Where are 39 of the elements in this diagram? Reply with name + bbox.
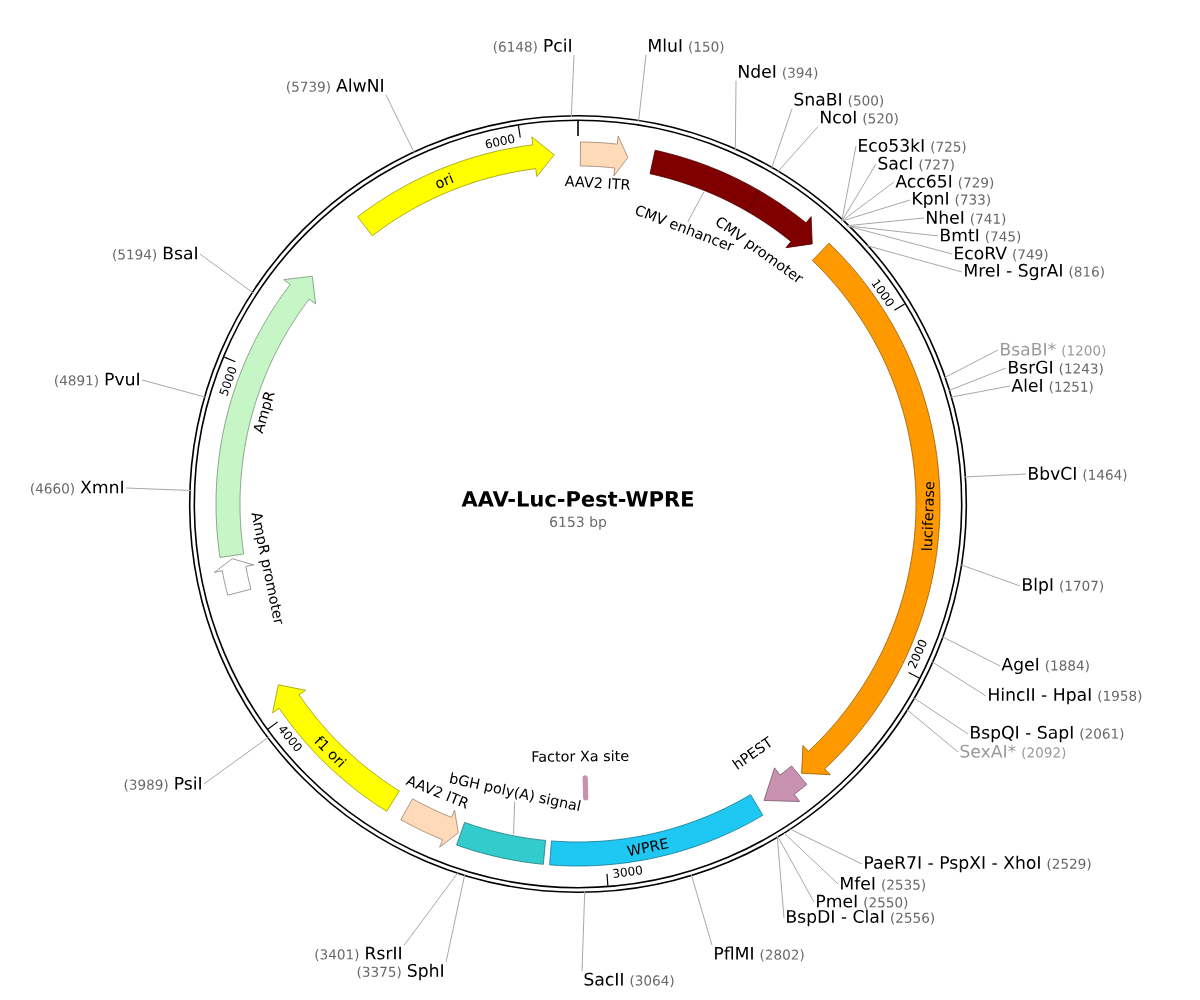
leader-line [734,80,737,152]
leader-line [776,835,785,919]
leader-line [385,94,416,154]
leader-line [846,225,953,255]
leader-line [776,835,815,903]
leader-line [864,244,963,273]
leader-line [581,890,586,972]
leader-line [941,635,1001,667]
leader-line [638,54,647,123]
leader-line [841,181,895,222]
leader-line [687,191,705,223]
leader-line [905,708,959,753]
leader-line [203,736,270,785]
leader-line [125,487,192,491]
feature-bar [456,822,546,865]
leader-line [959,564,1021,587]
leader-line [930,660,987,697]
leader-line [841,163,877,222]
leader-line [690,873,713,946]
leader-line [963,473,1027,478]
leader-line [846,217,925,227]
leader-line [782,831,839,885]
leader-line [846,225,939,237]
leader-line [947,367,1007,392]
leader-line [403,871,459,946]
leader-line [943,349,999,379]
leader-line [141,379,207,398]
leader-line [912,696,969,735]
leader-line [570,54,575,118]
plasmid-name: AAV-Luc-Pest-WPRE [461,491,693,507]
leader-line [841,199,911,222]
leader-line [199,253,255,294]
leader-line [776,126,819,173]
leader-line [949,385,1011,398]
leader-line [788,827,863,865]
leader-line [770,108,793,170]
leader-line [445,873,466,963]
leader-line [513,801,516,835]
leader-line [841,145,857,222]
